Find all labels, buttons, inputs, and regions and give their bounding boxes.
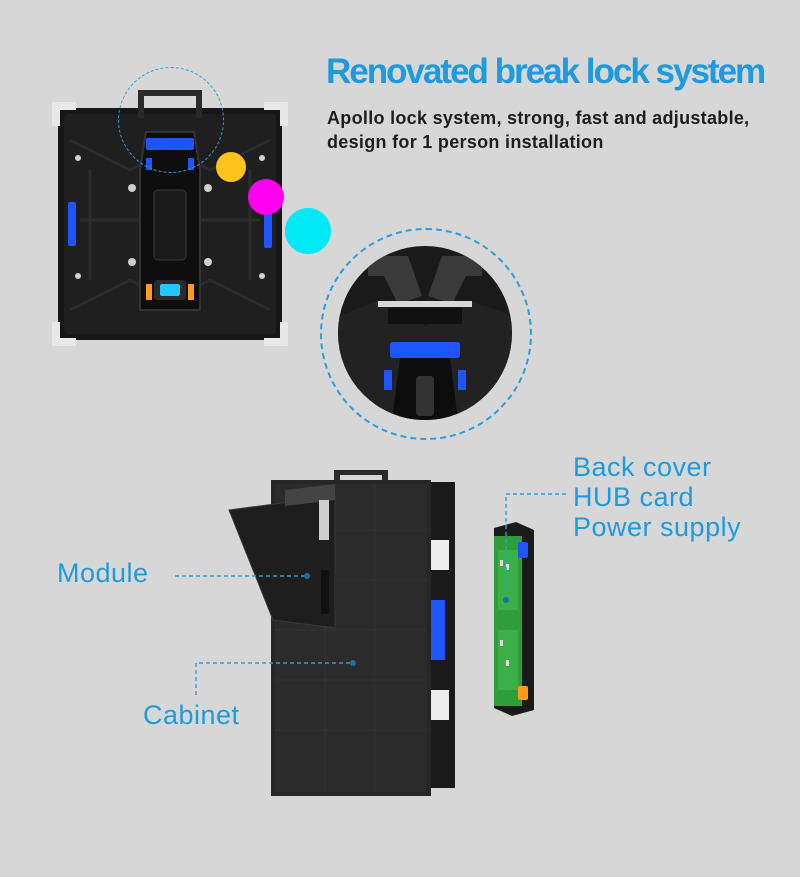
headline-title: Renovated break lock system (326, 52, 766, 91)
callout-cabinet: Cabinet (143, 700, 240, 730)
lock-icon (384, 342, 466, 390)
description-line-2: design for 1 person installation (327, 132, 604, 152)
callout-power-supply: Power supply (573, 512, 742, 542)
callout-module: Module (57, 558, 149, 588)
callout-back-cover: Back cover (573, 452, 712, 482)
back-cover-illustration (494, 522, 534, 716)
zoom-ring (320, 228, 532, 440)
color-dot-magenta[interactable] (248, 179, 284, 215)
lock-highlight-circle (118, 67, 224, 173)
description-line-1: Apollo lock system, strong, fast and adj… (327, 108, 750, 128)
exploded-view-illustration (228, 470, 455, 796)
callout-hub-card: HUB card (573, 482, 695, 512)
lock-zoom-detail (338, 246, 512, 420)
color-dot-cyan[interactable] (285, 208, 331, 254)
callout-back-cover-group: Back cover HUB card Power supply (573, 452, 741, 542)
headline-description: Apollo lock system, strong, fast and adj… (327, 106, 749, 154)
color-dot-yellow[interactable] (216, 152, 246, 182)
